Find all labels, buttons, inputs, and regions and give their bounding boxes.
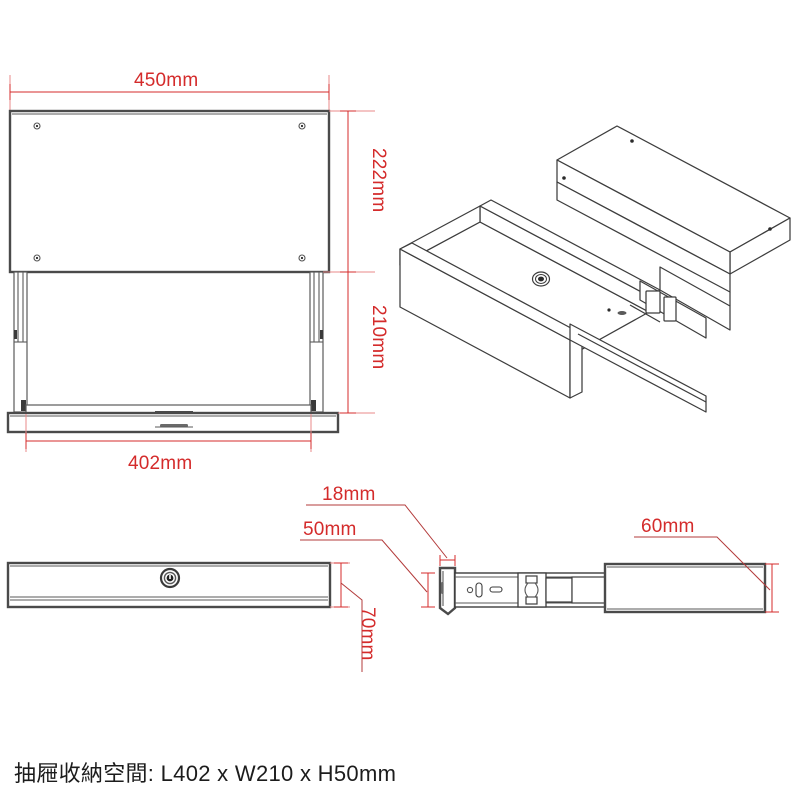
cabinet-top-plate xyxy=(8,109,331,274)
right-slide-rail xyxy=(309,271,324,413)
side-release-latch xyxy=(517,572,573,608)
iso-screw-hole xyxy=(630,139,634,143)
screw-hole-group xyxy=(33,122,306,262)
dimension-222mm xyxy=(323,110,375,273)
front-view-group xyxy=(6,561,363,672)
dimension-label-18mm: 18mm xyxy=(322,484,376,505)
side-front-face xyxy=(438,566,457,616)
dimension-label-402mm: 402mm xyxy=(128,453,192,474)
dimension-450mm xyxy=(9,75,330,112)
isometric-view-group xyxy=(399,125,791,413)
dimension-60mm xyxy=(634,536,779,613)
dimension-label-60mm: 60mm xyxy=(641,516,695,537)
top-view-group xyxy=(6,75,375,452)
dimension-label-70mm: 70mm xyxy=(357,607,378,661)
left-slide-rail xyxy=(13,271,28,413)
caption-text: 抽屜收納空間: L402 x W210 x H50mm xyxy=(14,761,397,786)
dimension-18mm xyxy=(306,504,456,566)
dimension-50mm xyxy=(300,539,435,608)
iso-lock xyxy=(531,271,551,287)
side-view-group xyxy=(300,504,779,616)
iso-screw-hole xyxy=(768,227,772,231)
dimension-label-210mm: 210mm xyxy=(368,305,389,369)
front-view-lock xyxy=(159,567,181,589)
dimension-label-222mm: 222mm xyxy=(368,148,389,212)
iso-screw-hole xyxy=(562,176,566,180)
dimension-label-450mm: 450mm xyxy=(134,70,198,91)
side-cabinet-body xyxy=(603,562,767,614)
dimension-70mm xyxy=(330,562,363,672)
drawer-front-bar xyxy=(6,411,340,434)
iso-slide-rail xyxy=(569,266,731,413)
dimension-210mm xyxy=(323,271,375,414)
dimension-label-50mm: 50mm xyxy=(303,519,357,540)
dimension-402mm xyxy=(25,414,312,452)
